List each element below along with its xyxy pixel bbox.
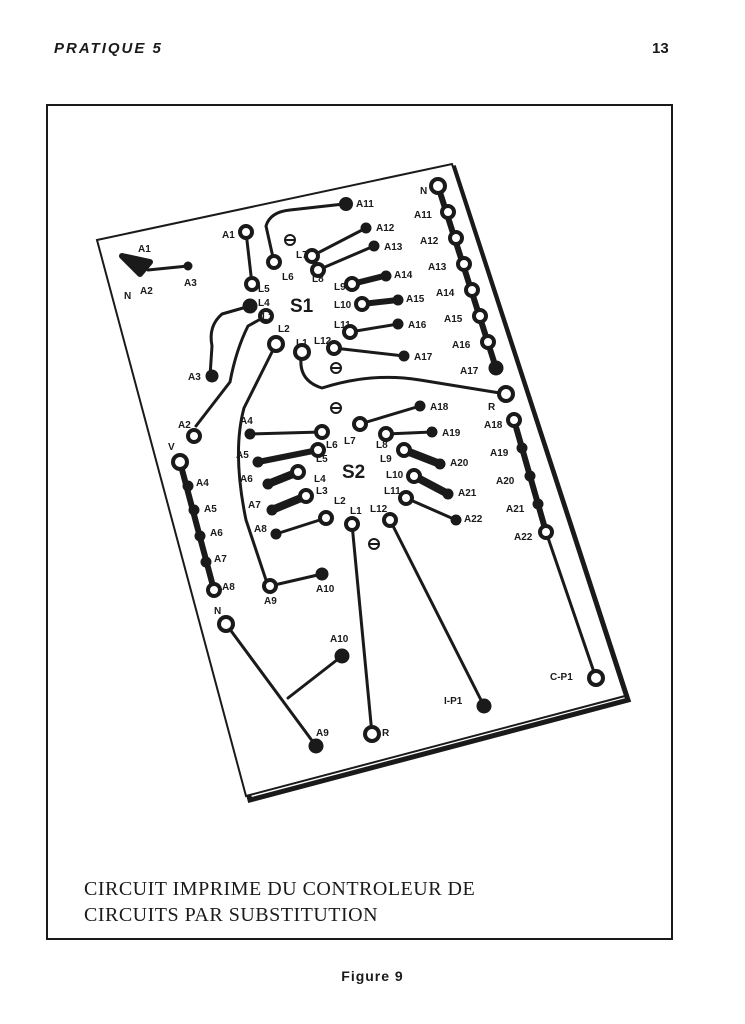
label-s2-l5: L5 bbox=[316, 454, 328, 465]
figure-caption: CIRCUIT IMPRIME DU CONTROLEUR DE CIRCUIT… bbox=[84, 876, 475, 928]
caption-line-1: CIRCUIT IMPRIME DU CONTROLEUR DE bbox=[84, 878, 476, 900]
label-s2-l8: L8 bbox=[376, 440, 388, 451]
label-a9-bottom: A9 bbox=[316, 728, 329, 739]
label-a11: A11 bbox=[356, 199, 374, 210]
pad-labels: A1 N A2 A3 A1 A11 A12 A13 A14 A15 A16 A1… bbox=[124, 186, 573, 739]
label-rr-a19: A19 bbox=[490, 448, 509, 459]
label-a22: A22 bbox=[464, 514, 483, 525]
label-v-a4: A4 bbox=[196, 478, 209, 489]
circuit-board-illustration: A1 N A2 A3 A1 A11 A12 A13 A14 A15 A16 A1… bbox=[95, 162, 632, 804]
label-l8: L8 bbox=[312, 274, 324, 285]
label-a10: A10 bbox=[316, 584, 335, 595]
label-v-a7: A7 bbox=[214, 554, 227, 565]
label-s1: S1 bbox=[290, 296, 314, 317]
label-s2-l3: L3 bbox=[316, 486, 328, 497]
label-r-r: R bbox=[488, 402, 496, 413]
label-a1-s1: A1 bbox=[222, 230, 235, 241]
label-a2-top: A2 bbox=[140, 286, 153, 297]
label-l2: L2 bbox=[278, 324, 290, 335]
label-s2: S2 bbox=[342, 462, 365, 483]
label-a19: A19 bbox=[442, 428, 461, 439]
label-s2-l1: L1 bbox=[350, 506, 362, 517]
label-s2-l11: L11 bbox=[384, 486, 401, 497]
label-a17: A17 bbox=[414, 352, 433, 363]
label-a3-top: A3 bbox=[184, 278, 197, 289]
label-l6: L6 bbox=[282, 272, 294, 283]
label-a2-left: A2 bbox=[178, 420, 191, 431]
label-a15: A15 bbox=[406, 294, 425, 305]
label-a20: A20 bbox=[450, 458, 469, 469]
label-l10: L10 bbox=[334, 300, 352, 311]
label-a10-bottom: A10 bbox=[330, 634, 349, 645]
board-outline bbox=[95, 162, 627, 798]
label-v-a8: A8 bbox=[222, 582, 235, 593]
label-l3: L3 bbox=[262, 312, 274, 323]
label-s2-l9: L9 bbox=[380, 454, 392, 465]
label-s2-a8: A8 bbox=[254, 524, 267, 535]
label-a14: A14 bbox=[394, 270, 413, 281]
label-r-a15: A15 bbox=[444, 314, 463, 325]
label-v: V bbox=[168, 442, 175, 453]
figure-number: Figure 9 bbox=[341, 968, 404, 984]
figure-frame bbox=[46, 104, 673, 940]
label-rr-a18: A18 bbox=[484, 420, 503, 431]
label-ip1: I-P1 bbox=[444, 696, 463, 707]
label-a13: A13 bbox=[384, 242, 403, 253]
label-r-n: N bbox=[420, 186, 427, 197]
pads bbox=[171, 177, 605, 754]
label-s2-a7: A7 bbox=[248, 500, 261, 511]
label-a21: A21 bbox=[458, 488, 477, 499]
label-n-bottom: N bbox=[214, 606, 221, 617]
page-number: 13 bbox=[652, 40, 669, 57]
label-r-a13: A13 bbox=[428, 262, 447, 273]
label-rr-a21: A21 bbox=[506, 504, 525, 515]
label-l11: L11 bbox=[334, 320, 351, 331]
label-r-bottom: R bbox=[382, 728, 390, 739]
label-s2-a6: A6 bbox=[240, 474, 253, 485]
label-a1: A1 bbox=[138, 244, 151, 255]
label-s2-a4: A4 bbox=[240, 416, 253, 427]
label-l4: L4 bbox=[258, 298, 270, 309]
label-l9: L9 bbox=[334, 282, 346, 293]
caption-line-2: CIRCUITS PAR SUBSTITUTION bbox=[84, 904, 379, 926]
label-l12: L12 bbox=[314, 336, 332, 347]
label-a3-left: A3 bbox=[188, 372, 201, 383]
label-s2-l4: L4 bbox=[314, 474, 326, 485]
mounting-holes bbox=[284, 234, 380, 550]
label-s2-l7: L7 bbox=[344, 436, 356, 447]
label-cp1: C-P1 bbox=[550, 672, 573, 683]
label-s2-l12: L12 bbox=[370, 504, 388, 515]
label-r-a17: A17 bbox=[460, 366, 479, 377]
label-a18: A18 bbox=[430, 402, 449, 413]
label-s2-a5: A5 bbox=[236, 450, 249, 461]
label-r-a11: A11 bbox=[414, 210, 432, 221]
label-r-a14: A14 bbox=[436, 288, 455, 299]
label-r-a12: A12 bbox=[420, 236, 439, 247]
label-v-a6: A6 bbox=[210, 528, 223, 539]
label-s2-l10: L10 bbox=[386, 470, 404, 481]
label-l5: L5 bbox=[258, 284, 270, 295]
label-a16: A16 bbox=[408, 320, 427, 331]
label-a9: A9 bbox=[264, 596, 277, 607]
label-s2-l2: L2 bbox=[334, 496, 346, 507]
page-header-title: PRATIQUE 5 bbox=[54, 40, 163, 57]
label-n-top: N bbox=[124, 291, 131, 302]
label-l1: L1 bbox=[296, 338, 308, 349]
label-l7: L7 bbox=[296, 250, 308, 261]
label-r-a16: A16 bbox=[452, 340, 471, 351]
label-rr-a22: A22 bbox=[514, 532, 533, 543]
label-s2-l6: L6 bbox=[326, 440, 338, 451]
label-rr-a20: A20 bbox=[496, 476, 515, 487]
label-a12: A12 bbox=[376, 223, 395, 234]
label-v-a5: A5 bbox=[204, 504, 217, 515]
